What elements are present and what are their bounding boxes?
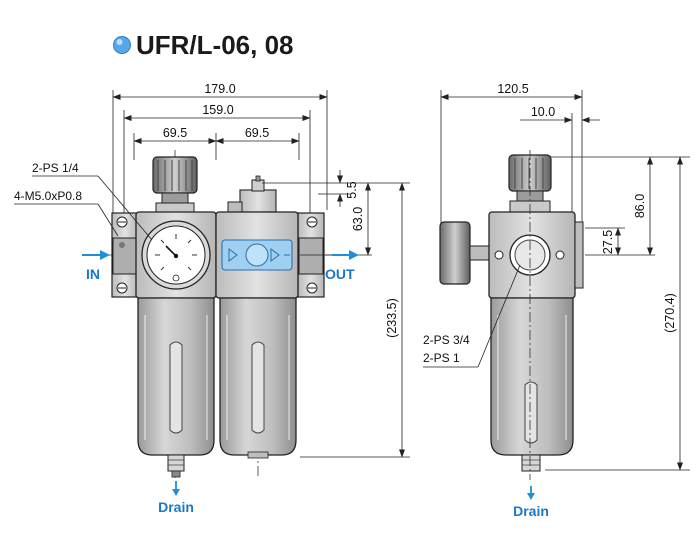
inlet-flow-arrow bbox=[82, 250, 110, 260]
regulator-bowl bbox=[137, 297, 215, 478]
dim-mounting-width: 159.0 bbox=[202, 103, 233, 117]
outlet-flow-arrow bbox=[332, 250, 359, 260]
side-bowl bbox=[490, 297, 574, 472]
regulator-body bbox=[135, 211, 217, 299]
front-drain-arrow bbox=[172, 481, 180, 496]
dim-side-overall-height: (270.4) bbox=[663, 293, 677, 333]
inlet-label: IN bbox=[86, 266, 100, 282]
side-drain-arrow bbox=[527, 486, 535, 500]
dim-regulator-width: 69.5 bbox=[163, 126, 187, 140]
dim-side-offset: 10.0 bbox=[531, 105, 555, 119]
dim-port-height: 63.0 bbox=[351, 207, 365, 231]
inlet-manifold bbox=[111, 212, 139, 298]
outlet-label: OUT bbox=[325, 266, 355, 282]
dim-side-knob-height: 86.0 bbox=[633, 194, 647, 218]
lubricator-body bbox=[215, 211, 299, 299]
title-bullet-icon bbox=[113, 36, 131, 54]
dim-lubricator-width: 69.5 bbox=[245, 126, 269, 140]
side-pressure-gauge bbox=[439, 221, 491, 285]
dim-overall-width: 179.0 bbox=[204, 82, 235, 96]
dim-port-offset-top: 5.5 bbox=[345, 181, 359, 198]
callout-mount-screw: 4-M5.0xP0.8 bbox=[14, 189, 82, 203]
front-view: 179.0 159.0 69.5 69.5 bbox=[14, 82, 410, 515]
side-view: 120.5 10.0 bbox=[423, 82, 690, 519]
side-drain-label: Drain bbox=[513, 503, 549, 519]
callout-gauge-port: 2-PS 1/4 bbox=[32, 161, 79, 175]
regulator-knob bbox=[152, 156, 198, 213]
side-body bbox=[488, 211, 584, 299]
title-block: UFR/L-06, 08 bbox=[113, 30, 294, 60]
dim-side-port-offset: 27.5 bbox=[601, 230, 615, 254]
callout-port-size-b: 2-PS 1 bbox=[423, 351, 460, 365]
lubricator-fill-plug bbox=[227, 175, 277, 213]
page-title: UFR/L-06, 08 bbox=[136, 30, 294, 60]
dim-overall-height: (233.5) bbox=[385, 298, 399, 338]
front-drain-label: Drain bbox=[158, 499, 194, 515]
lubricator-bowl bbox=[219, 297, 297, 459]
dim-side-overall-depth: 120.5 bbox=[497, 82, 528, 96]
callout-port-size-a: 2-PS 3/4 bbox=[423, 333, 470, 347]
